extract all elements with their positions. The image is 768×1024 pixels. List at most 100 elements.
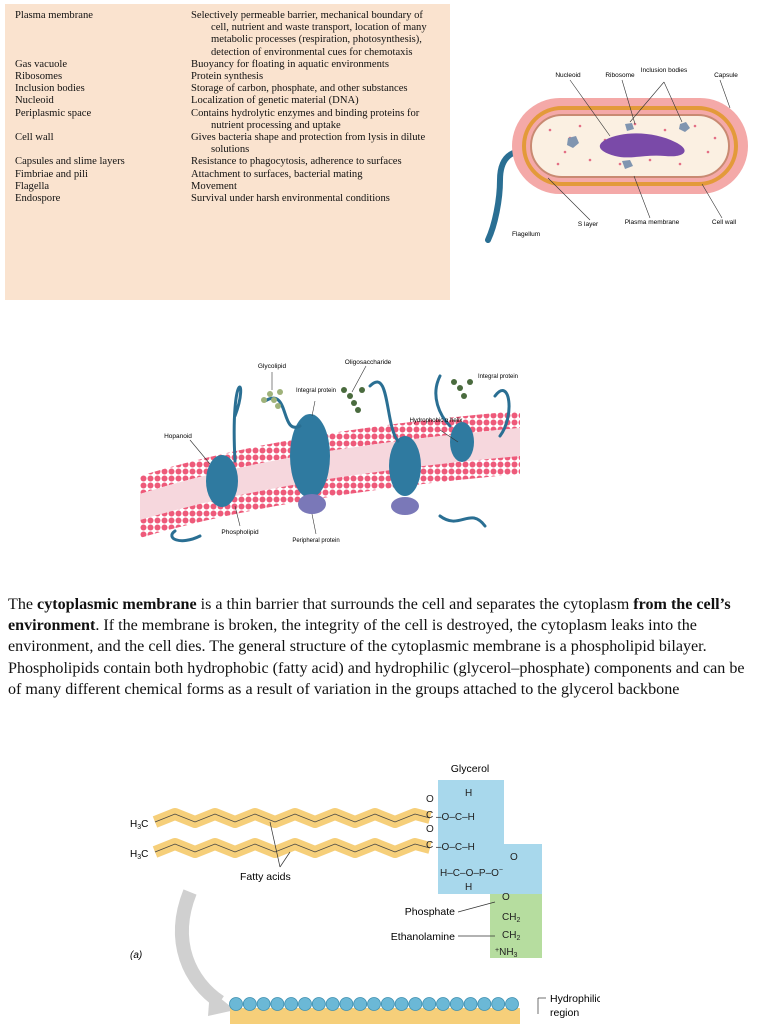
svg-text:+NH3: +NH3 [495,947,518,959]
structure-function: Selectively permeable barrier, mechanica… [191,10,427,58]
svg-text:O: O [426,824,434,835]
body-paragraph: The cytoplasmic membrane is a thin barri… [8,594,760,700]
svg-text:–O–C–H: –O–C–H [436,812,475,823]
bilayer-core [140,428,520,520]
label-integral-left: Integral protein [296,388,336,394]
bilayer-heads [229,997,520,1024]
phospholipid-head [491,997,506,1011]
label-inclusion: Inclusion bodies [641,67,688,74]
ethanolamine-box [490,894,542,958]
table-row: Flagella Movement [15,181,442,193]
structure-name: Plasma membrane [15,10,93,21]
table-row: Periplasmic space Contains hydrolytic enz… [15,108,442,132]
label-hydrophobic: Hydrophobic α helix [410,418,463,424]
table-row: Capsules and slime layers Resistance to p… [15,156,442,168]
structure-function: Attachment to surfaces, bacterial mating [191,168,363,180]
structure-name: Cell wall [15,132,54,144]
phospholipid-head [325,997,340,1011]
svg-text:H3C: H3C [130,819,148,831]
label-integral-right: Integral protein [478,374,518,380]
term-cell-environment: from the cell’s environment [8,596,731,635]
phospholipid-head [311,997,326,1011]
structure-name: Nucleoid [15,95,54,107]
phospholipid-structure-diagram: H3C H3C OO CC –O–C–H –O–C–H H H–C–O–P–O−… [130,763,600,1024]
bacterial-cell-diagram: Nucleoid Ribosome Inclusion bodies Capsu… [485,67,748,243]
label-panel-a: (a) [130,950,142,961]
term-cytoplasmic-membrane: cytoplasmic membrane [37,596,197,613]
structure-function: Resistance to phagocytosis, adherence to… [191,156,402,168]
svg-text:CH2: CH2 [502,930,520,942]
label-hydrophilic: Hydrophilic [550,993,600,1005]
inclusion-body [679,122,690,132]
phosphate-box [438,844,542,894]
phospholipid-head [463,997,478,1011]
inclusion-body [625,123,634,131]
structure-function: Protein synthesis [191,71,264,83]
structure-function: Contains hydrolytic enzymes and binding … [191,107,420,131]
structure-name: Capsules and slime layers [15,156,125,168]
label-phospholipid: Phospholipid [221,529,259,536]
phospholipid-head [380,997,395,1011]
label-peripheral: Peripheral protein [292,538,339,544]
label-capsule: Capsule [714,72,738,79]
svg-text:C: C [426,840,433,851]
svg-text:H3C: H3C [130,849,148,861]
structure-function: Buoyancy for floating in aquatic environ… [191,58,389,70]
phospholipid-head [408,997,423,1011]
glycolipid-chain [261,389,283,409]
integral-protein-left [206,455,238,507]
table-row: Plasma membrane Selectively permeable bar… [15,10,442,59]
phospholipid-head [477,997,492,1011]
svg-text:C: C [426,810,433,821]
phospholipid-head [298,997,312,1011]
structure-function: Storage of carbon, phosphate, and other … [191,83,408,95]
phospholipid-head [242,997,257,1011]
label-flagellum: Flagellum [512,231,540,238]
peripheral-protein-mid [391,497,419,515]
phospholipid-head [284,997,299,1011]
structure-name: Flagella [15,180,50,192]
svg-text:CH2: CH2 [502,912,520,924]
bilayer-top [140,411,520,494]
membrane-diagram: Glycolipid Oligosaccharide Integral prot… [140,359,520,544]
inclusion-body [622,160,633,169]
phospholipid-head [436,997,450,1011]
phospholipid-head [422,997,437,1011]
phospholipid-head [449,997,464,1011]
phospholipid-head [270,997,285,1011]
svg-text:H–C–O–P–O−: H–C–O–P–O− [440,867,503,879]
body-text-2: . If the membrane is broken, the integri… [8,617,745,698]
phospholipid-head [339,997,354,1011]
label-glycolipid: Glycolipid [258,363,287,370]
phospholipid-head [353,997,368,1011]
svg-text:O: O [502,892,510,903]
structure-function: Survival under harsh environmental condi… [191,193,390,205]
label-fatty-acids: Fatty acids [240,871,291,883]
label-nucleoid: Nucleoid [555,72,581,79]
phospholipid-head [256,997,271,1011]
label-hopanoid: Hopanoid [164,433,192,440]
structure-name: Periplasmic space [15,107,92,119]
structure-function: Gives bacteria shape and protection from… [191,132,426,156]
label-slayer: S layer [578,221,599,228]
table-row: Cell wall Gives bacteria shape and protec… [15,132,442,156]
label-phosphate: Phosphate [405,906,455,918]
bilayer-bottom [140,456,520,538]
label-cellwall: Cell wall [712,219,737,226]
body-lead: The [8,596,38,613]
svg-text:O: O [510,852,518,863]
svg-text:O: O [426,794,434,805]
structure-function: Movement [191,180,237,192]
body-text-1: is a thin barrier that surrounds the cel… [196,596,634,613]
label-ribosome: Ribosome [605,72,635,79]
phospholipid-head [505,997,519,1011]
label-oligosaccharide: Oligosaccharide [345,359,392,366]
structure-name: Fimbriae and pili [15,168,88,180]
peripheral-protein [298,494,326,514]
structure-name: Endospore [15,193,61,205]
arrow-head [208,990,235,1016]
